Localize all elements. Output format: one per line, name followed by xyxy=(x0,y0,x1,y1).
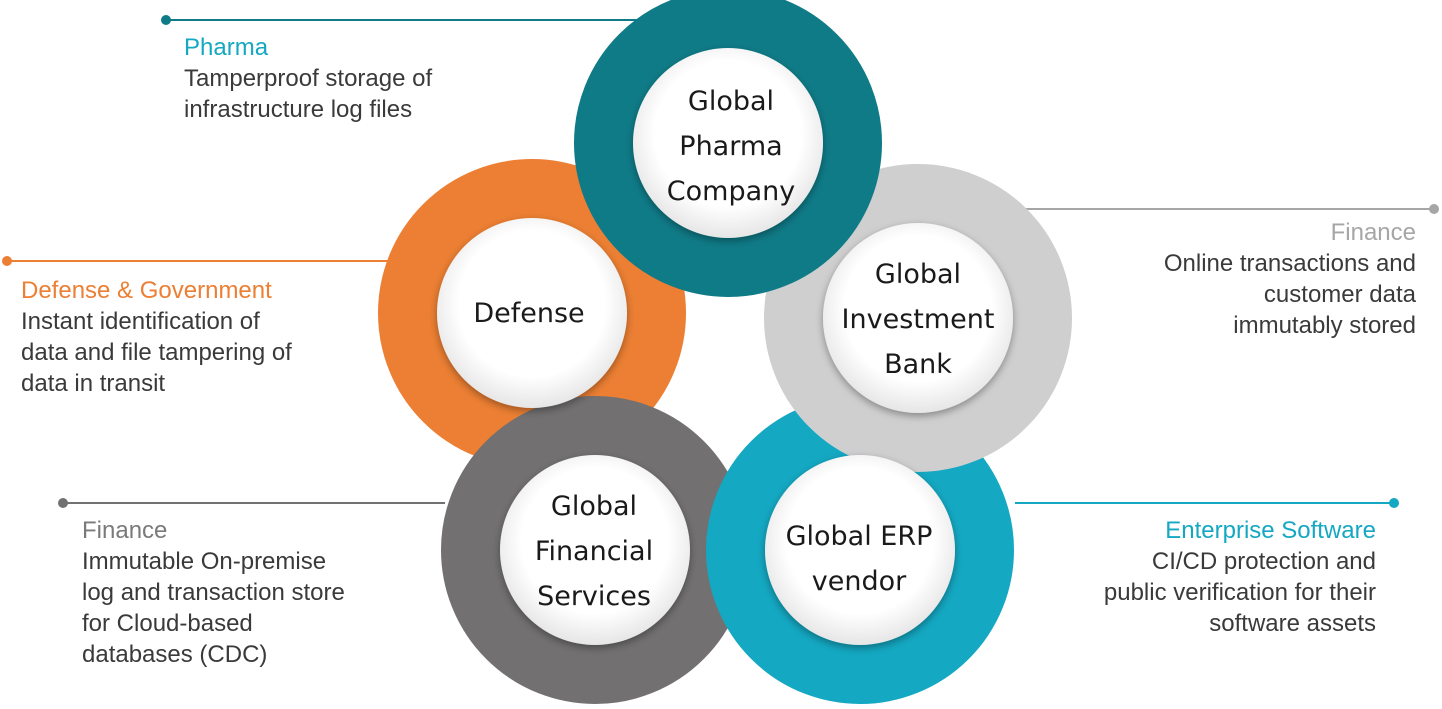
pharma-connector-dot xyxy=(161,15,171,25)
pharma-label-2: Pharma xyxy=(679,131,782,162)
financial-label-2: Financial xyxy=(535,536,653,567)
financial-connector-dot xyxy=(58,498,68,508)
finance-bank-callout-line-2: customer data xyxy=(1263,281,1416,308)
finance-services-callout-title: Finance xyxy=(82,517,168,544)
bank-label-3: Bank xyxy=(884,349,952,380)
rings xyxy=(378,0,1072,704)
bank-label-1: Global xyxy=(875,259,961,290)
enterprise-callout: Enterprise Software CI/CD protection and… xyxy=(1104,516,1376,639)
financial-label-1: Global xyxy=(551,491,637,522)
finance-services-callout-line-3: for Cloud-based xyxy=(82,610,253,637)
finance-bank-callout-line-1: Online transactions and xyxy=(1163,250,1416,277)
erp-circle xyxy=(765,455,955,645)
node-circles xyxy=(437,48,1013,645)
defense-callout-line-3: data in transit xyxy=(21,370,166,397)
defense-callout-line-1: Instant identification of xyxy=(21,308,260,335)
connector-lines xyxy=(2,15,1439,508)
defense-callout-title: Defense & Government xyxy=(21,277,272,304)
defense-callout-line-2: data and file tampering of xyxy=(21,339,292,366)
bank-ring xyxy=(764,164,1072,472)
erp-connector-dot xyxy=(1389,498,1399,508)
finance-services-callout-line-4: databases (CDC) xyxy=(82,641,268,668)
defense-connector-dot xyxy=(2,256,12,266)
pharma-callout-line-1: Tamperproof storage of xyxy=(184,65,433,92)
finance-services-callout-line-2: log and transaction store xyxy=(82,579,345,606)
node-labels: Global Pharma Company Global Investment … xyxy=(473,86,994,612)
pharma-callout: Pharma Tamperproof storage of infrastruc… xyxy=(184,33,432,125)
enterprise-callout-line-3: software assets xyxy=(1209,610,1376,637)
enterprise-callout-line-1: CI/CD protection and xyxy=(1151,548,1376,575)
pharma-callout-line-2: infrastructure log files xyxy=(184,96,413,123)
bank-connector-dot xyxy=(1429,204,1439,214)
pharma-ring xyxy=(574,0,882,297)
bank-circle xyxy=(823,223,1013,413)
finance-bank-callout: Finance Online transactions and customer… xyxy=(1164,218,1416,341)
finance-bank-callout-title: Finance xyxy=(1330,219,1416,246)
finance-services-callout: Finance Immutable On-premise log and tra… xyxy=(82,516,345,670)
pharma-callout-title: Pharma xyxy=(184,34,269,61)
defense-circle xyxy=(437,218,627,408)
defense-label-1: Defense xyxy=(473,298,584,329)
financial-circle xyxy=(500,455,690,645)
defense-callout: Defense & Government Instant identificat… xyxy=(21,276,292,399)
enterprise-callout-title: Enterprise Software xyxy=(1165,517,1376,544)
financial-label-3: Services xyxy=(537,581,651,612)
finance-bank-callout-line-3: immutably stored xyxy=(1233,312,1416,339)
pharma-circle xyxy=(633,48,823,238)
enterprise-callout-line-2: public verification for their xyxy=(1103,579,1376,606)
erp-label-1: Global ERP xyxy=(786,521,933,552)
pharma-label-3: Company xyxy=(667,176,795,207)
erp-label-2: vendor xyxy=(812,566,907,597)
bank-label-2: Investment xyxy=(842,304,995,335)
pharma-label-1: Global xyxy=(688,86,774,117)
finance-services-callout-line-1: Immutable On-premise xyxy=(82,548,327,575)
